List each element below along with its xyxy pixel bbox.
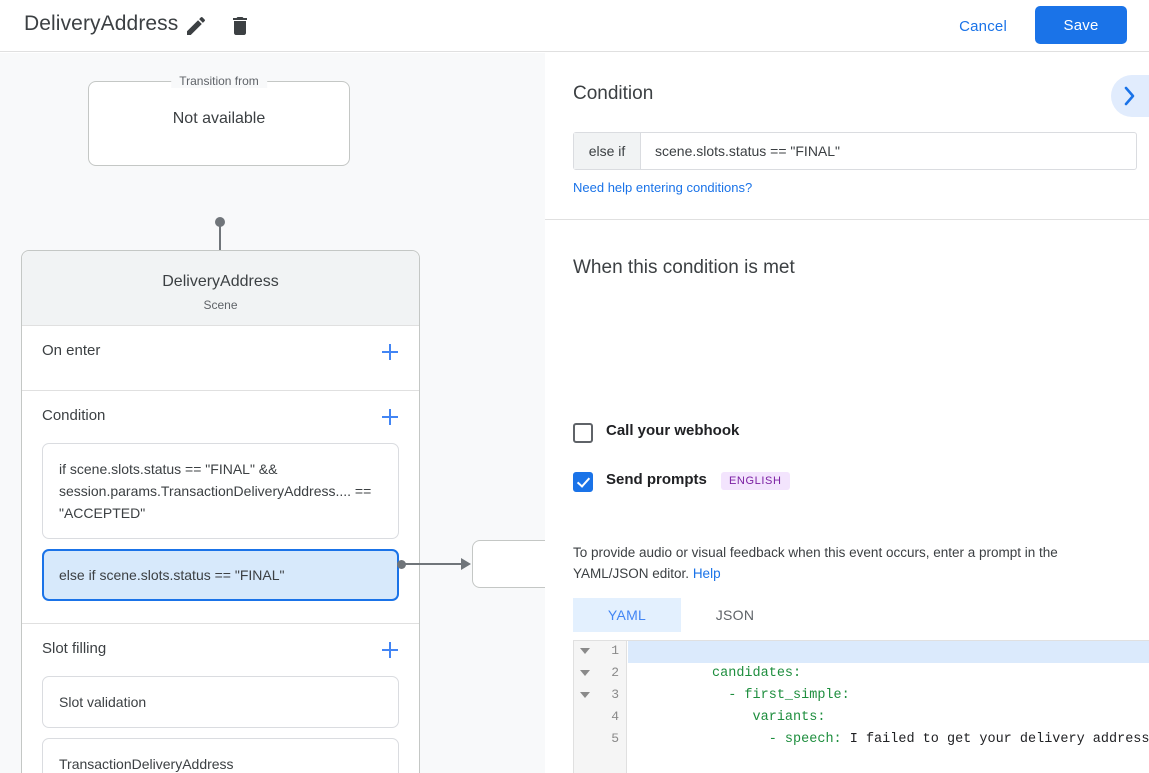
- section-slot-filling: Slot filling Slot validation Transaction…: [22, 624, 419, 773]
- send-prompts-checkbox[interactable]: [573, 472, 593, 492]
- code-editor[interactable]: 1 2 3 4 5 candidates:: [573, 640, 1149, 773]
- editor-code-area[interactable]: candidates: - first_simple: variants: - …: [628, 641, 1149, 773]
- connector-line: [219, 222, 221, 263]
- transition-from-node[interactable]: Transition from Not available: [88, 74, 350, 166]
- code-line: variants:: [628, 685, 1149, 725]
- fold-toggle-icon[interactable]: [580, 648, 590, 654]
- condition-item[interactable]: if scene.slots.status == "FINAL" && sess…: [42, 443, 399, 539]
- slot-filling-item[interactable]: Slot validation: [42, 676, 399, 728]
- code-indent: [712, 732, 769, 747]
- slot-filling-item[interactable]: TransactionDeliveryAddress: [42, 738, 399, 773]
- code-line: - speech: I failed to get your delivery …: [628, 707, 1149, 747]
- language-badge: ENGLISH: [721, 472, 790, 490]
- gutter-line: 4: [574, 707, 626, 729]
- gutter-line: 2: [574, 663, 626, 685]
- condition-help-link[interactable]: Need help entering conditions?: [573, 180, 753, 195]
- code-key: candidates:: [712, 666, 802, 681]
- code-indent: [712, 710, 753, 725]
- webhook-checkbox[interactable]: [573, 423, 593, 443]
- pencil-icon[interactable]: [184, 14, 208, 38]
- flow-canvas[interactable]: Transition from Not available Transition…: [0, 53, 545, 773]
- section-title-slot-filling: Slot filling: [42, 640, 107, 657]
- editor-format-tabs[interactable]: YAML JSON: [573, 598, 789, 632]
- tab-yaml[interactable]: YAML: [573, 598, 681, 632]
- next-node[interactable]: [472, 540, 545, 588]
- transition-from-title: Not available: [172, 110, 266, 127]
- help-link[interactable]: Help: [692, 566, 721, 581]
- section-title-on-enter: On enter: [42, 342, 101, 359]
- chevron-right-icon[interactable]: [1111, 75, 1149, 117]
- line-number: 1: [611, 643, 619, 658]
- chip-connector-dot: [397, 560, 406, 569]
- condition-input-row[interactable]: else if: [573, 132, 1137, 170]
- gutter-line: 5: [574, 729, 626, 751]
- code-line: candidates:: [628, 641, 1149, 681]
- fold-toggle-icon[interactable]: [580, 692, 590, 698]
- code-key: variants:: [752, 710, 826, 725]
- app-header: DeliveryAddress Cancel Save: [0, 0, 1149, 52]
- transition-from-legend: Transition from: [171, 74, 267, 88]
- add-slot-filling-button[interactable]: [377, 637, 403, 663]
- cancel-button[interactable]: Cancel: [959, 18, 1007, 35]
- chip-connector-line: [404, 563, 464, 565]
- scene-header: DeliveryAddress Scene: [22, 251, 419, 326]
- condition-input[interactable]: [641, 133, 1136, 169]
- scene-kind: Scene: [203, 298, 238, 312]
- scene-name: DeliveryAddress: [162, 273, 279, 290]
- chip-connector-arrow: [461, 558, 471, 570]
- details-panel: Condition else if Need help entering con…: [545, 53, 1149, 773]
- add-on-enter-button[interactable]: [377, 339, 403, 365]
- condition-item-selected[interactable]: else if scene.slots.status == "FINAL": [42, 549, 399, 601]
- trash-icon[interactable]: [228, 14, 252, 38]
- when-met-heading: When this condition is met: [573, 257, 795, 278]
- code-key: - speech:: [768, 732, 842, 747]
- webhook-label: Call your webhook: [606, 422, 740, 439]
- condition-section: Condition else if Need help entering con…: [545, 53, 1149, 220]
- panel-heading: Condition: [573, 83, 654, 104]
- save-button[interactable]: Save: [1035, 6, 1127, 44]
- code-line: - first_simple:: [628, 663, 1149, 703]
- prompts-description: To provide audio or visual feedback when…: [573, 542, 1133, 584]
- code-key: - first_simple:: [728, 688, 850, 703]
- section-title-condition: Condition: [42, 407, 106, 424]
- section-condition: Condition if scene.slots.status == "FINA…: [22, 391, 419, 624]
- line-number: 2: [611, 665, 619, 680]
- send-prompts-label: Send prompts: [606, 471, 707, 488]
- code-indent: [712, 688, 728, 703]
- fold-toggle-icon[interactable]: [580, 670, 590, 676]
- editor-gutter: 1 2 3 4 5: [574, 641, 627, 773]
- gutter-line: 1: [574, 641, 626, 663]
- condition-prefix: else if: [574, 133, 641, 169]
- add-condition-button[interactable]: [377, 404, 403, 430]
- gutter-line: 3: [574, 685, 626, 707]
- tab-json[interactable]: JSON: [715, 607, 755, 623]
- prompts-description-text: To provide audio or visual feedback when…: [573, 545, 1058, 581]
- section-on-enter: On enter: [22, 326, 419, 391]
- line-number: 4: [611, 709, 619, 724]
- transition-to-node[interactable]: Transition to DeliveryAddress Scene On e…: [21, 250, 420, 773]
- line-number: 5: [611, 731, 619, 746]
- page-title: DeliveryAddress: [24, 12, 179, 35]
- line-number: 3: [611, 687, 619, 702]
- code-value: I failed to get your delivery address: [841, 732, 1149, 747]
